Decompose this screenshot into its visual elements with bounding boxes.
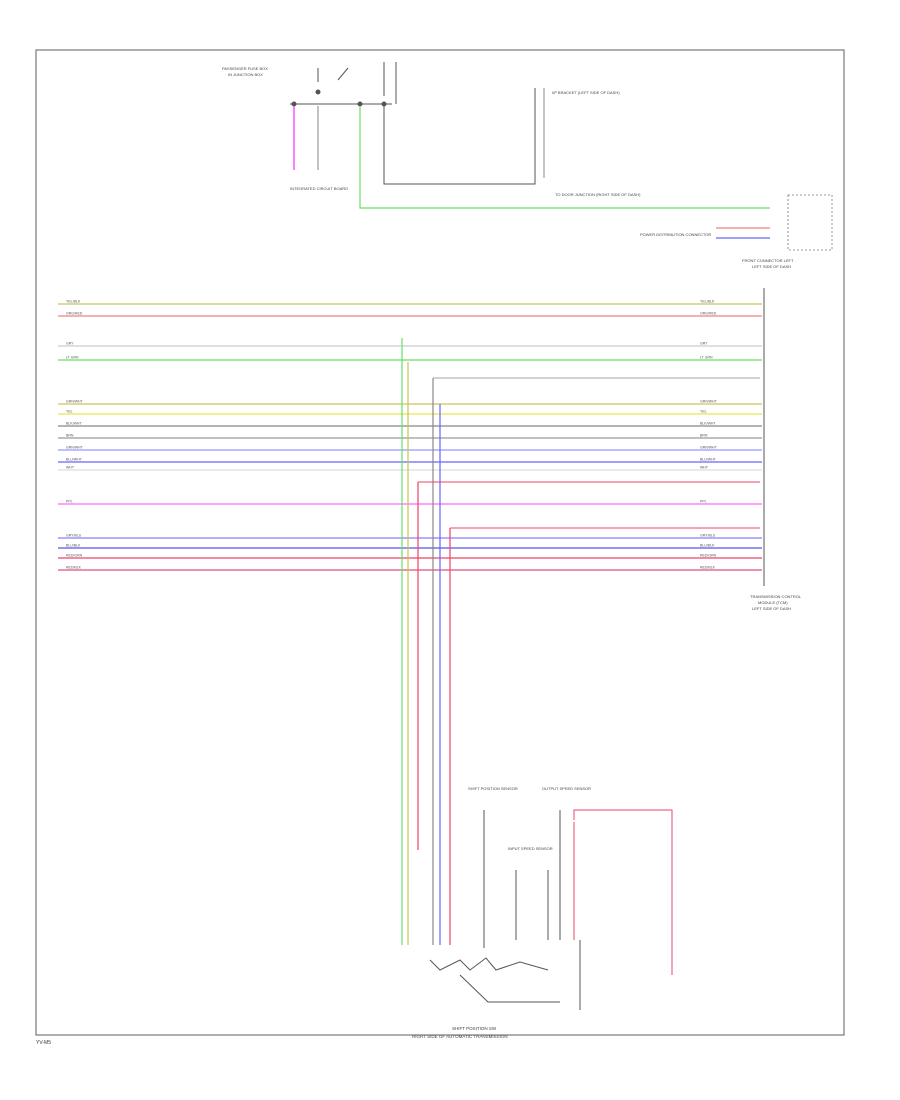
- wire-13-right-label: GRY/BLU: [700, 534, 716, 538]
- svg-text:INPUT SPEED SENSOR: INPUT SPEED SENSOR: [508, 846, 553, 851]
- harness-bundle: YEL/BLK YEL/BLK ORG/RED ORG/RED GRY GRY LT GRN…: [58, 300, 762, 571]
- svg-text:TO DOOR JUNCTION (RIGHT SIDE O: TO DOOR JUNCTION (RIGHT SIDE OF DASH): [555, 192, 641, 197]
- ignition-switch-group: PASSENGER FUSE BOX IN JUNCTION BOX: [222, 66, 268, 77]
- wire-12-right-label: PPL: [700, 500, 707, 504]
- green-feed-wire: [359, 106, 770, 209]
- wire-06-left-label: YEL: [66, 410, 73, 414]
- right-connector-labels: I/P BRACKET (LEFT SIDE OF DASH) TO DOOR …: [552, 90, 641, 197]
- svg-text:I/P BRACKET (LEFT SIDE OF DASH: I/P BRACKET (LEFT SIDE OF DASH): [552, 90, 620, 95]
- svg-text:OUTPUT SPEED SENSOR: OUTPUT SPEED SENSOR: [542, 786, 591, 791]
- wire-02-left-label: ORG/RED: [66, 312, 83, 316]
- svg-text:LEFT SIDE OF DASH: LEFT SIDE OF DASH: [752, 606, 791, 611]
- wire-08-left-label: BRN: [66, 434, 74, 438]
- wire-08-right-label: BRN: [700, 434, 708, 438]
- wire-09-right-label: GRN/WHT: [700, 446, 718, 450]
- wire-15-right-label: RED/GRN: [700, 554, 717, 558]
- wire-05-right-label: GRN/WHT: [700, 400, 718, 404]
- wire-03-left-label: GRY: [66, 342, 74, 346]
- svg-text:MODULE (TCM): MODULE (TCM): [758, 600, 788, 605]
- wire-11-right-label: WHT: [700, 466, 709, 470]
- wire-05-left-label: GRN/WHT: [66, 400, 84, 404]
- bottom-label: SHIFT POSITION SW RIGHT SIDE OF AUTOMATI…: [412, 1026, 508, 1039]
- wire-02-right-label: ORG/RED: [700, 312, 717, 316]
- svg-text:FRONT CONNECTOR LEFT: FRONT CONNECTOR LEFT: [742, 258, 794, 263]
- svg-text:POWER DISTRIBUTION CONNECTOR: POWER DISTRIBUTION CONNECTOR: [640, 232, 711, 237]
- svg-text:RIGHT SIDE OF AUTOMATIC TRANSM: RIGHT SIDE OF AUTOMATIC TRANSMISSION: [412, 1034, 508, 1039]
- wire-16-right-label: RED/BLK: [700, 566, 716, 570]
- wire-10-right-label: BLU/WHT: [700, 458, 717, 462]
- wire-04-right-label: LT GRN: [700, 356, 713, 360]
- gray-jumper-wire: [383, 88, 536, 185]
- page-id-label: YV-M5: [36, 1040, 52, 1046]
- wire-04-left-label: LT GRN: [66, 356, 79, 360]
- wire-03-right-label: GRY: [700, 342, 708, 346]
- svg-text:TRANSMISSION CONTROL: TRANSMISSION CONTROL: [750, 594, 802, 599]
- vertical-wires: [401, 338, 760, 945]
- wire-15-left-label: RED/GRN: [66, 554, 83, 558]
- wire-11-left-label: WHT: [66, 466, 75, 470]
- sensor-components: [429, 809, 673, 1010]
- wire-10-left-label: BLU/WHT: [66, 458, 83, 462]
- svg-text:SHIFT POSITION SW: SHIFT POSITION SW: [452, 1026, 497, 1031]
- wire-09-left-label: GRN/WHT: [66, 446, 84, 450]
- svg-text:LEFT SIDE OF DASH: LEFT SIDE OF DASH: [752, 264, 791, 269]
- wire-01-right-label: YEL/BLK: [700, 300, 715, 304]
- fuse-block-labels: POWER DISTRIBUTION CONNECTOR FRONT CONNE…: [640, 232, 794, 269]
- page-border: [35, 49, 845, 1036]
- left-connector-labels: INTEGRATED CIRCUIT BOARD: [290, 186, 348, 191]
- wire-16-left-label: RED/BLK: [66, 566, 82, 570]
- switch-contacts: [290, 62, 397, 107]
- ignition-switch-label: PASSENGER FUSE BOX: [222, 66, 268, 71]
- wire-06-right-label: YEL: [700, 410, 707, 414]
- ignition-switch-sublabel: IN JUNCTION BOX: [228, 72, 263, 77]
- wire-14-right-label: BLU/BLK: [700, 544, 715, 548]
- wire-13-left-label: GRY/BLU: [66, 534, 82, 538]
- svg-text:SHIFT POSITION SENSOR: SHIFT POSITION SENSOR: [468, 786, 518, 791]
- wire-01-left-label: YEL/BLK: [66, 300, 81, 304]
- wire-14-left-label: BLU/BLK: [66, 544, 81, 548]
- fuse-block-outline: [787, 194, 833, 251]
- wire-12-left-label: PPL: [66, 500, 73, 504]
- wire-07-left-label: BLK/WHT: [66, 422, 82, 426]
- tcm-label: TRANSMISSION CONTROL MODULE (TCM) LEFT S…: [750, 594, 802, 611]
- sensor-labels: SHIFT POSITION SENSOR INPUT SPEED SENSOR…: [468, 786, 591, 851]
- wire-07-right-label: BLK/WHT: [700, 422, 716, 426]
- svg-text:INTEGRATED CIRCUIT BOARD: INTEGRATED CIRCUIT BOARD: [290, 186, 348, 191]
